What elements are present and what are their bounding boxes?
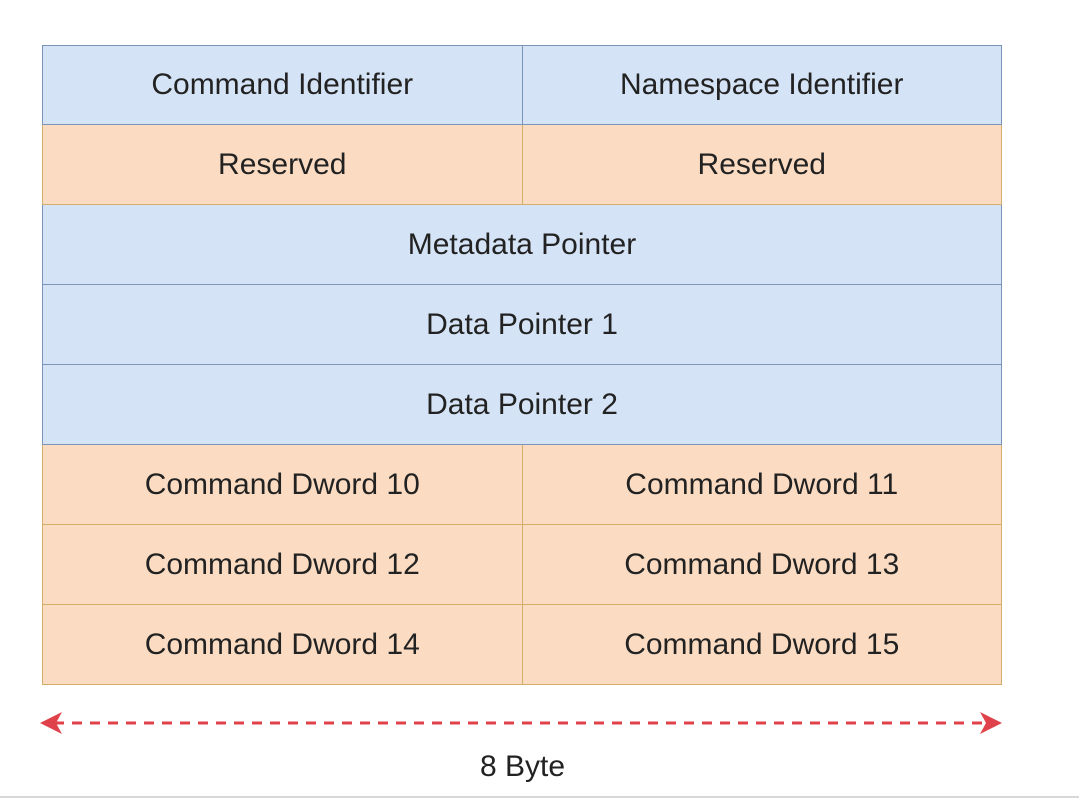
bottom-divider <box>0 796 1079 798</box>
command-dword-11-cell: Command Dword 11 <box>522 445 1002 525</box>
command-structure-diagram: Command Identifier Namespace Identifier … <box>42 45 1002 685</box>
metadata-pointer-cell: Metadata Pointer <box>42 205 1002 285</box>
diagram-row: Command Identifier Namespace Identifier <box>42 45 1002 125</box>
diagram-row: Metadata Pointer <box>42 205 1002 285</box>
reserved-cell-right: Reserved <box>522 125 1002 205</box>
diagram-row: Command Dword 14 Command Dword 15 <box>42 605 1002 685</box>
diagram-row: Data Pointer 2 <box>42 365 1002 445</box>
data-pointer-2-cell: Data Pointer 2 <box>42 365 1002 445</box>
command-dword-15-cell: Command Dword 15 <box>522 605 1002 685</box>
command-dword-13-cell: Command Dword 13 <box>522 525 1002 605</box>
diagram-row: Reserved Reserved <box>42 125 1002 205</box>
namespace-identifier-cell: Namespace Identifier <box>522 45 1002 125</box>
command-dword-14-cell: Command Dword 14 <box>42 605 523 685</box>
diagram-row: Command Dword 10 Command Dword 11 <box>42 445 1002 525</box>
data-pointer-1-cell: Data Pointer 1 <box>42 285 1002 365</box>
width-arrow <box>40 708 1002 738</box>
reserved-cell-left: Reserved <box>42 125 523 205</box>
diagram-row: Command Dword 12 Command Dword 13 <box>42 525 1002 605</box>
command-dword-10-cell: Command Dword 10 <box>42 445 523 525</box>
command-dword-12-cell: Command Dword 12 <box>42 525 523 605</box>
width-label: 8 Byte <box>479 750 566 783</box>
command-identifier-cell: Command Identifier <box>42 45 523 125</box>
double-arrow-icon <box>40 712 1002 734</box>
diagram-row: Data Pointer 1 <box>42 285 1002 365</box>
